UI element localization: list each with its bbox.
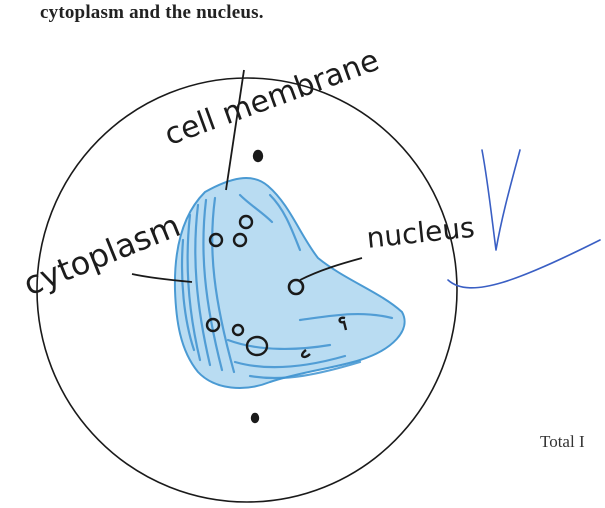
total-marks-label: Total I bbox=[540, 432, 585, 452]
